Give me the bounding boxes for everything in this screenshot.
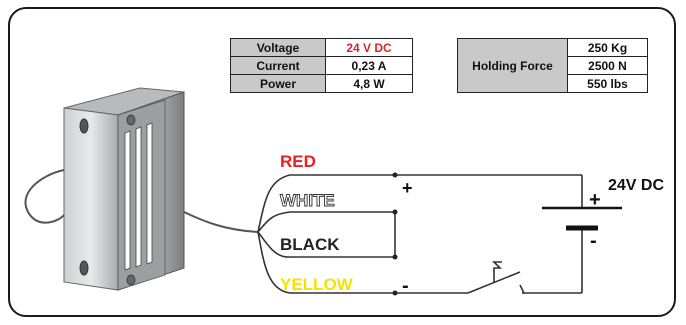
table-row: Holding Force 250 Kg <box>457 38 648 93</box>
holding-force-table: Holding Force 250 Kg 2500 N 550 lbs <box>457 38 648 93</box>
voltage-value: 24 V DC <box>325 38 413 57</box>
holding-force-kg: 250 Kg <box>567 38 648 57</box>
power-label: Power <box>230 74 326 93</box>
table-row: 2500 N <box>458 56 648 75</box>
current-value: 0,23 A <box>325 56 413 75</box>
table-row: Current 0,23 A <box>230 56 413 75</box>
holding-force-label: Holding Force <box>457 38 568 93</box>
diagram-frame <box>8 7 676 317</box>
holding-force-newton: 2500 N <box>567 56 648 75</box>
power-value: 4,8 W <box>325 74 413 93</box>
current-label: Current <box>230 56 326 75</box>
electrical-specs-table: Voltage 24 V DC Current 0,23 A Power 4,8… <box>230 38 413 93</box>
voltage-label: Voltage <box>230 38 326 57</box>
holding-force-lbs: 550 lbs <box>567 74 648 93</box>
table-row: 550 lbs <box>458 74 648 93</box>
table-row: Voltage 24 V DC <box>230 38 413 57</box>
table-row: Power 4,8 W <box>230 74 413 93</box>
